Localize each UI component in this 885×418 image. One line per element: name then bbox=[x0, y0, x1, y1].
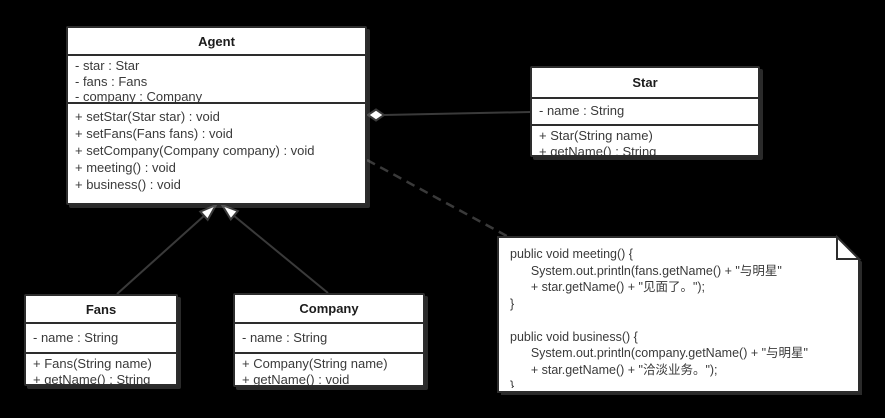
code-line: System.out.println(company.getName() + "… bbox=[510, 346, 808, 360]
code-line: } bbox=[510, 296, 515, 311]
method-line: + Company(String name) bbox=[242, 356, 388, 371]
class-attributes-fans: - name : String bbox=[26, 324, 176, 354]
class-title-company: Company bbox=[235, 295, 423, 324]
class-methods-agent: + setStar(Star star) : void + setFans(Fan… bbox=[68, 104, 365, 203]
class-methods-company: + Company(String name)+ getName() : void bbox=[235, 354, 423, 385]
code-line: + star.getName() + "见面了。"); bbox=[510, 280, 706, 294]
method-line: + Star(String name) bbox=[539, 128, 653, 143]
generalization-triangle-fans-icon bbox=[198, 202, 219, 222]
aggregation-line-agent-star bbox=[383, 111, 531, 116]
method-line: + setStar(Star star) : void bbox=[75, 109, 220, 124]
code-line: public void meeting() { bbox=[510, 247, 633, 261]
class-methods-star: + Star(String name)+ getName() : String bbox=[532, 126, 758, 155]
attribute-line: - company : Company bbox=[75, 89, 203, 104]
note-body bbox=[497, 236, 860, 393]
code-line: } bbox=[510, 379, 515, 388]
class-attributes-agent: - star : Star- fans : Fans- company : Co… bbox=[68, 56, 365, 104]
class-methods-fans: + Fans(String name)+ getName() : String bbox=[26, 354, 176, 384]
method-line: + Fans(String name) bbox=[33, 356, 152, 371]
class-box-agent: Agent - star : Star- fans : Fans- compan… bbox=[66, 26, 367, 205]
method-line: + meeting() : void bbox=[75, 160, 176, 175]
code-line bbox=[510, 312, 850, 329]
attribute-line: - name : String bbox=[539, 103, 625, 118]
method-line: + getName() : void bbox=[242, 371, 350, 386]
method-line: + getName() : String bbox=[33, 371, 151, 385]
code-line: System.out.println(fans.getName() + "与明星… bbox=[510, 263, 782, 278]
generalization-line-company-agent bbox=[232, 214, 329, 294]
code-note-text: public void meeting() { System.out.print… bbox=[510, 246, 850, 388]
code-line: public void business() { bbox=[510, 329, 638, 344]
class-attributes-company: - name : String bbox=[235, 324, 423, 354]
method-line: + setFans(Fans fans) : void bbox=[75, 126, 233, 141]
code-line: + star.getName() + "洽淡业务。"); bbox=[510, 362, 718, 377]
code-note-shape bbox=[497, 234, 862, 395]
note-fold-corner-icon bbox=[836, 234, 862, 260]
method-line: + setCompany(Company company) : void bbox=[75, 143, 315, 158]
attribute-line: - name : String bbox=[242, 330, 328, 345]
generalization-triangle-company-icon bbox=[219, 203, 240, 222]
class-box-fans: Fans - name : String + Fans(String name)… bbox=[24, 294, 178, 386]
class-title-agent: Agent bbox=[68, 28, 365, 56]
method-line: + business() : void bbox=[75, 177, 181, 192]
attribute-line: - name : String bbox=[33, 330, 119, 345]
class-title-fans: Fans bbox=[26, 296, 176, 324]
class-attributes-star: - name : String bbox=[532, 99, 758, 126]
class-title-star: Star bbox=[532, 68, 758, 99]
attribute-line: - star : Star bbox=[75, 58, 140, 73]
method-line: + getName() : String bbox=[539, 143, 657, 156]
generalization-line-fans-agent bbox=[116, 214, 206, 295]
class-box-star: Star - name : String + Star(String name)… bbox=[530, 66, 760, 157]
note-link-dashed-line bbox=[366, 158, 517, 243]
class-box-company: Company - name : String + Company(String… bbox=[233, 293, 425, 387]
attribute-line: - fans : Fans bbox=[75, 73, 148, 89]
aggregation-diamond-icon bbox=[366, 108, 386, 122]
